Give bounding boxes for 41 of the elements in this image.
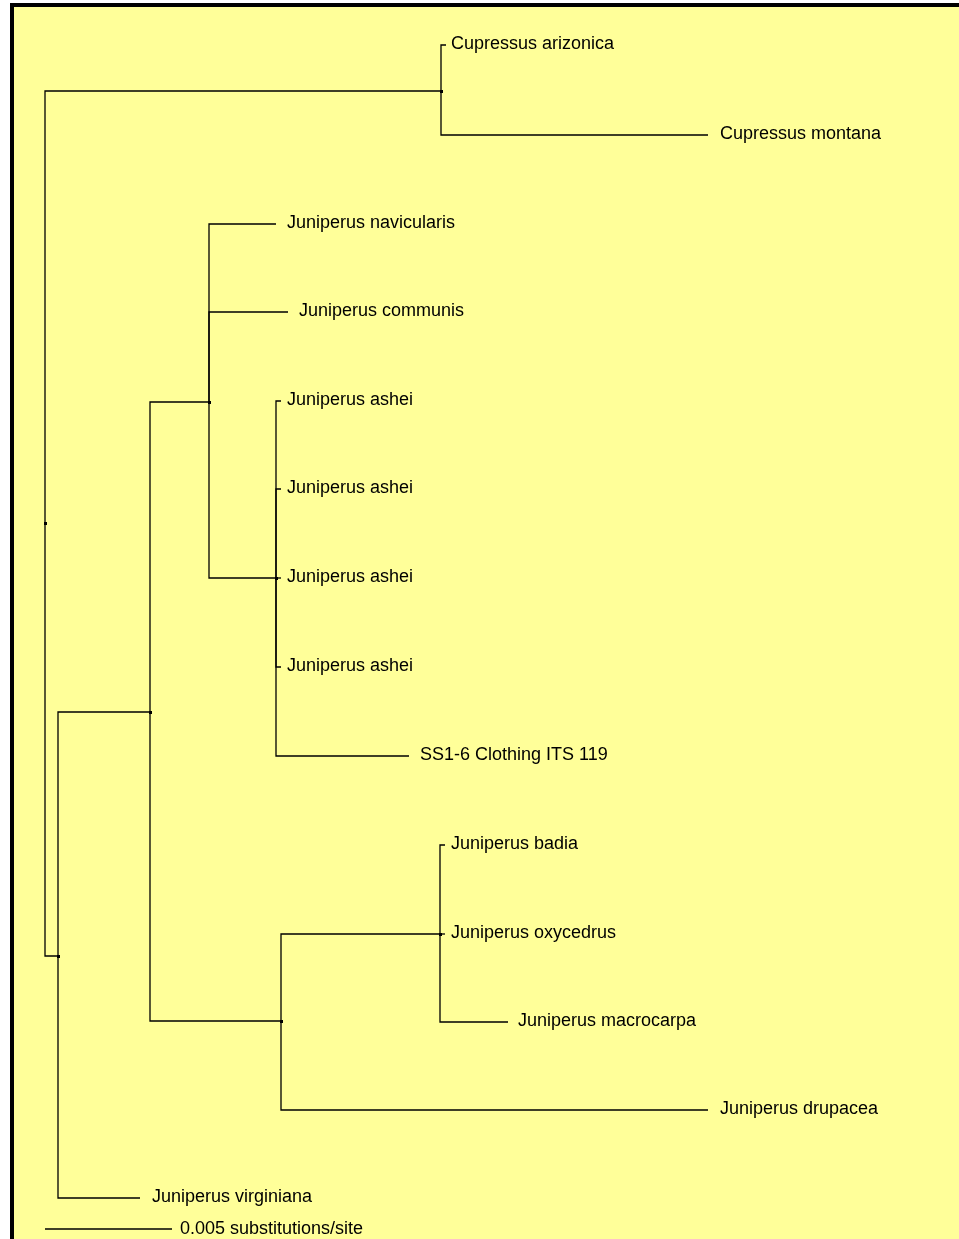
- tree-branch: [57, 955, 141, 1199]
- tree-branch: [275, 488, 282, 579]
- branch-node: [275, 577, 278, 580]
- taxon-label: Cupressus montana: [708, 122, 882, 144]
- tree-branch: [208, 401, 277, 579]
- taxon-label: Juniperus communis: [288, 299, 465, 321]
- scale-label: 0.005 substitutions/site: [180, 1217, 364, 1239]
- tree-branch: [439, 844, 446, 935]
- taxon-label: Juniperus virginiana: [140, 1185, 313, 1207]
- tree-branch: [57, 711, 151, 957]
- tree-branch: [439, 933, 509, 1023]
- tree-branch: [439, 933, 446, 935]
- branch-node: [280, 1020, 283, 1023]
- taxon-label: Juniperus oxycedrus: [445, 921, 617, 943]
- tree-branch: [275, 577, 410, 757]
- branch-node: [439, 933, 442, 936]
- branch-node: [44, 522, 47, 525]
- tree-branch: [149, 711, 282, 1022]
- tree-branch: [44, 90, 442, 524]
- tree-branch: [44, 522, 59, 957]
- taxon-label: Juniperus ashei: [281, 565, 414, 587]
- tree-branch: [440, 44, 447, 92]
- tree-branch: [280, 933, 441, 1022]
- taxon-label: Juniperus ashei: [281, 476, 414, 498]
- taxon-label: Juniperus macrocarpa: [508, 1009, 697, 1031]
- tree-branch: [275, 577, 282, 579]
- branch-node: [440, 90, 443, 93]
- branch-node: [208, 401, 211, 404]
- taxon-label: Juniperus drupacea: [708, 1097, 879, 1119]
- tree-branch: [149, 401, 210, 713]
- branch-node: [57, 955, 60, 958]
- taxon-label: Juniperus ashei: [281, 388, 414, 410]
- tree-branch: [208, 311, 289, 403]
- taxon-label: Juniperus navicularis: [276, 211, 456, 233]
- taxon-label: Juniperus badia: [445, 832, 579, 854]
- tree-branch: [280, 1020, 709, 1111]
- taxon-label: SS1-6 Clothing ITS 119: [409, 743, 608, 765]
- tree-branch: [440, 90, 709, 136]
- taxon-label: Cupressus arizonica: [446, 32, 615, 54]
- branch-node: [149, 711, 152, 714]
- taxon-label: Juniperus ashei: [281, 654, 414, 676]
